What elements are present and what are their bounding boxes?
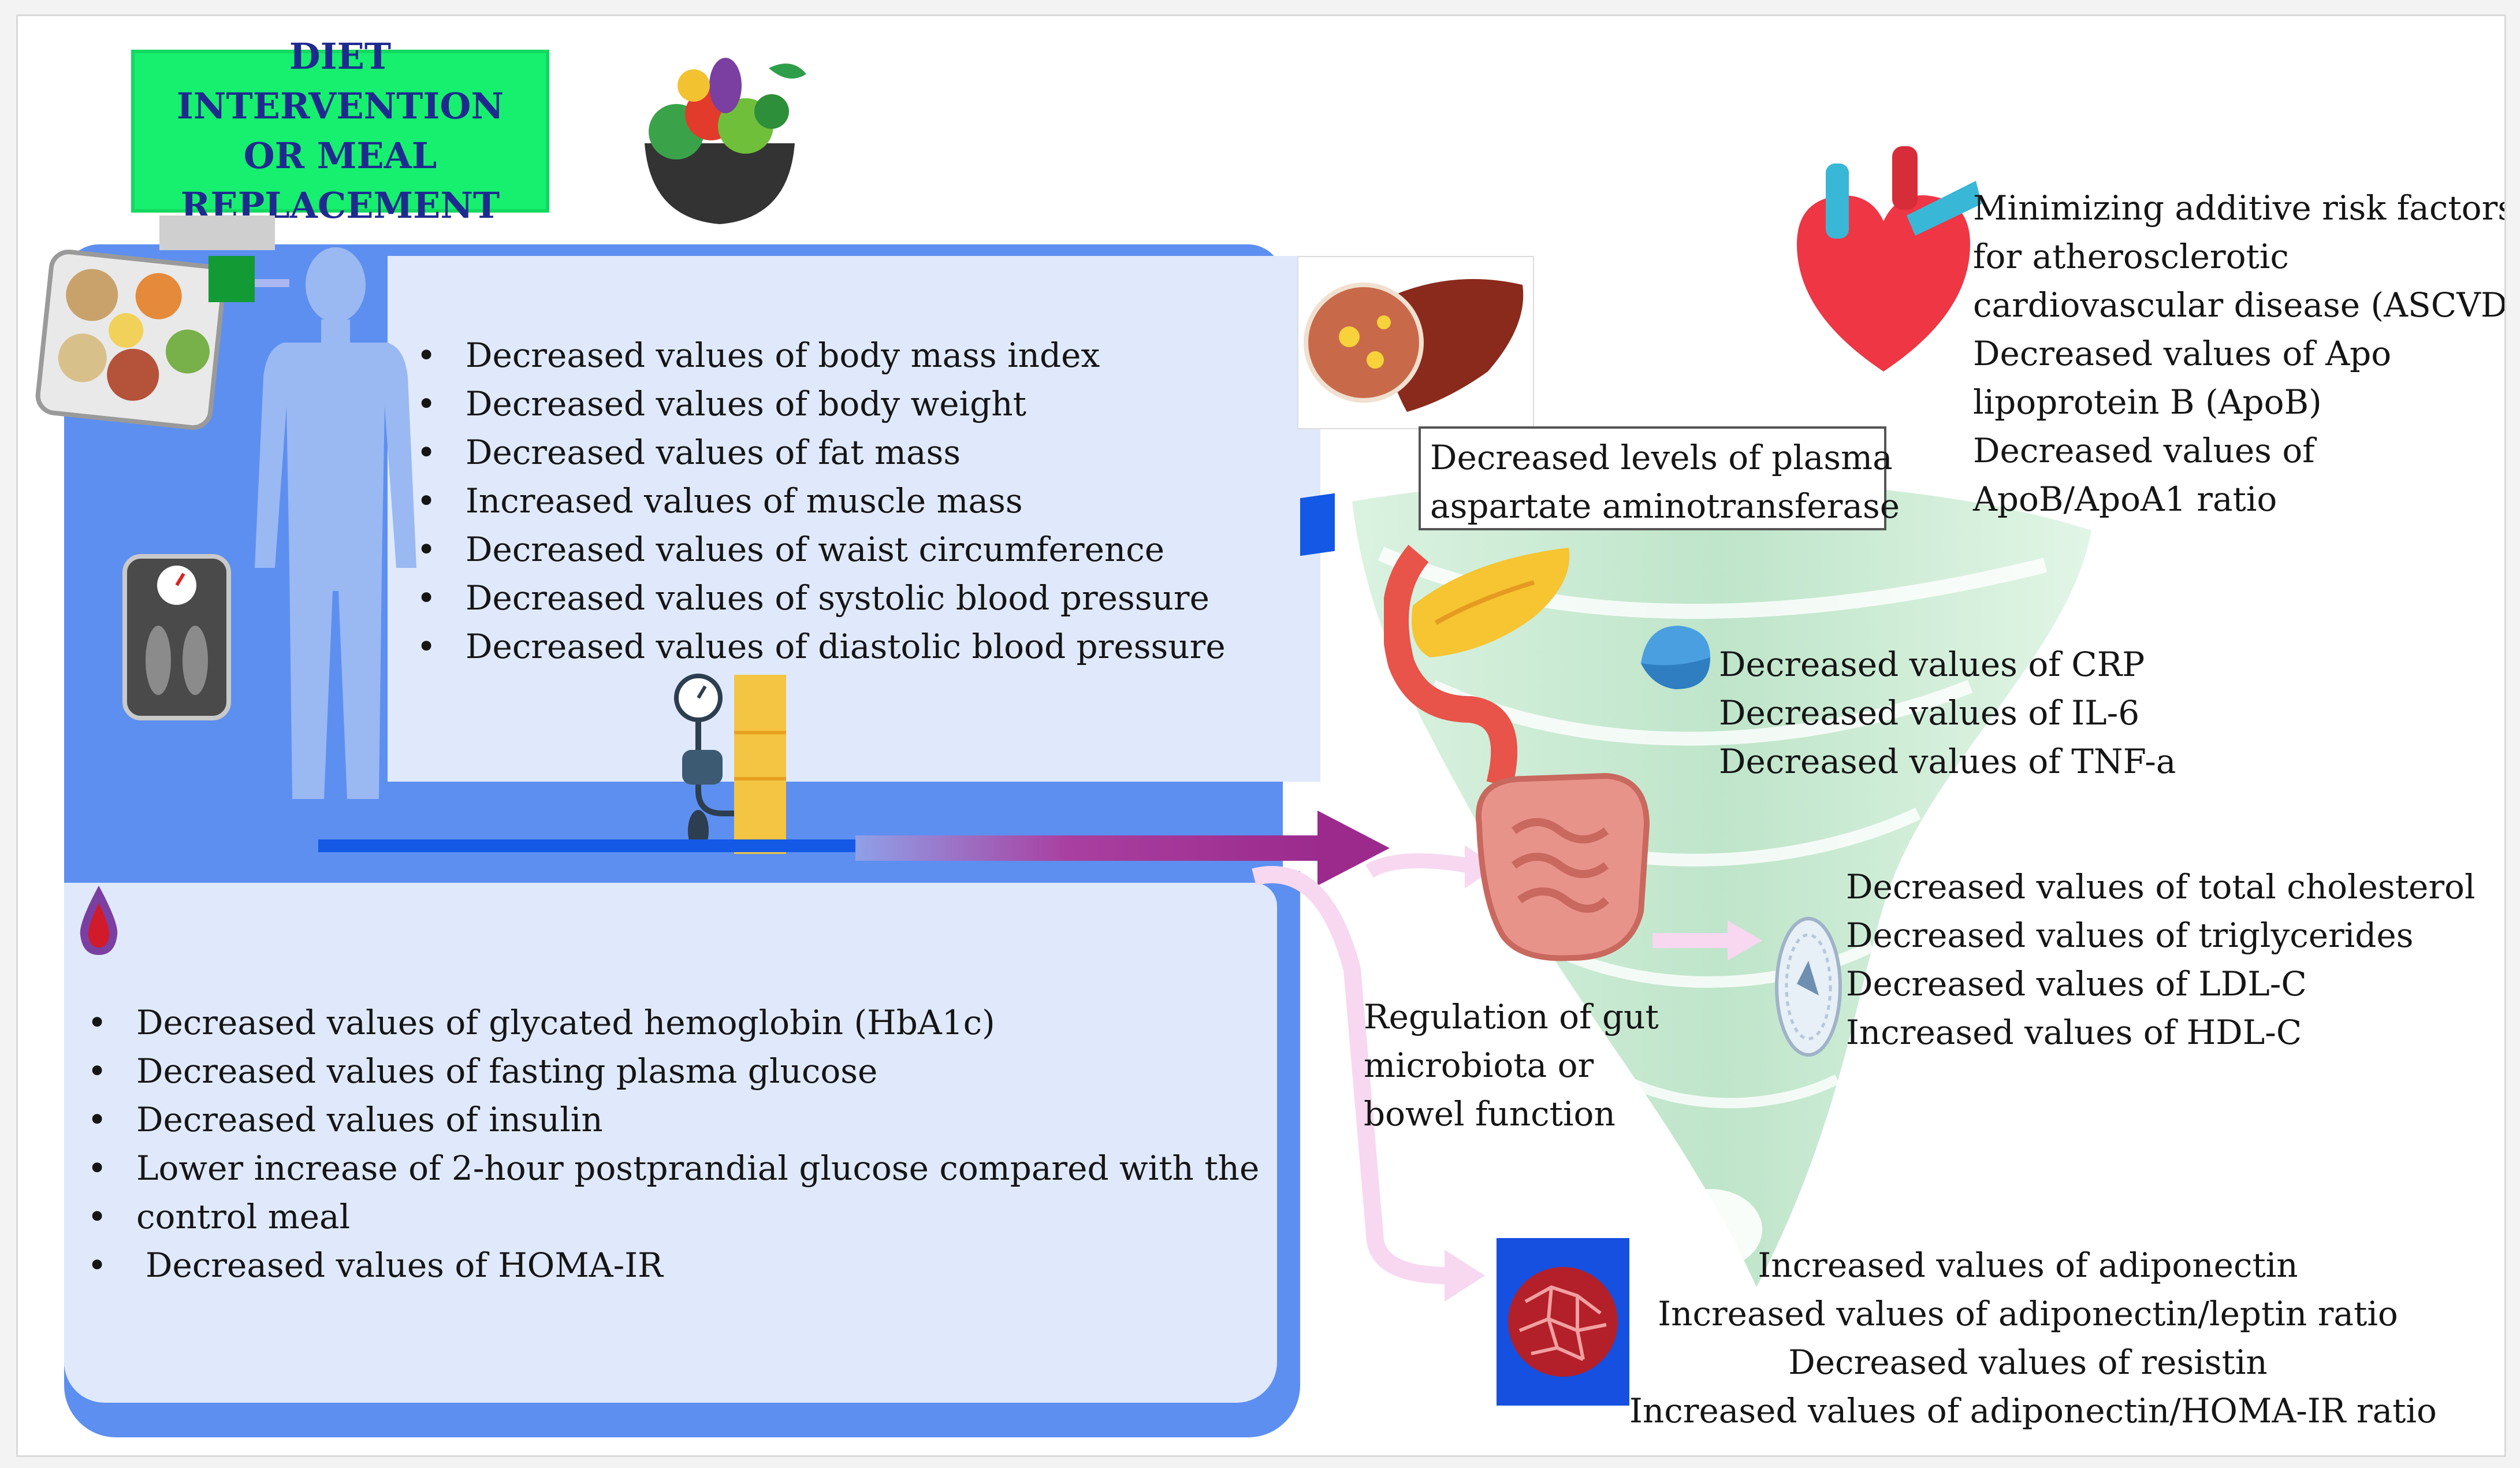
blood-drop-icon	[80, 886, 118, 955]
list-item: Increased values of muscle mass	[416, 477, 1226, 525]
adipokine-text: Increased values of adiponectin Increase…	[1629, 1241, 2437, 1435]
intestine-icon	[1476, 772, 1650, 961]
liver-icon	[1297, 256, 1534, 429]
weight-scale-icon	[122, 554, 231, 720]
cardio-line: for atherosclerotic	[1973, 237, 2289, 276]
inflammation-line: Decreased values of TNF-a	[1719, 742, 2176, 781]
salad-bowl-icon	[645, 58, 806, 224]
list-item: Lower increase of 2-hour postprandial gl…	[87, 1144, 1259, 1192]
adipokine-line: Decreased values of resistin	[1788, 1343, 2268, 1382]
connector-line	[255, 279, 289, 287]
pancreas-icon	[1384, 545, 1570, 788]
main-arrow	[855, 811, 1390, 886]
list-item: Decreased values of fasting plasma gluco…	[87, 1047, 1259, 1095]
list-item: Decreased values of glycated hemoglobin …	[87, 998, 1259, 1047]
lipid-text: Decreased values of total cholesterol De…	[1846, 863, 2476, 1057]
gut-line: microbiota or	[1364, 1046, 1594, 1085]
liver-text-box	[1419, 426, 1886, 530]
blood-pressure-gauge-icon	[674, 674, 786, 854]
gut-line: Regulation of gut	[1364, 997, 1659, 1036]
list-item: Decreased values of body weight	[416, 380, 1226, 428]
liver-line: aspartate aminotransferase	[1430, 486, 1900, 526]
inflammation-text: Decreased values of CRP Decreased values…	[1719, 640, 2176, 786]
lipid-particle-icon	[1775, 917, 1842, 1057]
cardio-line: cardiovascular disease (ASCVD)	[1973, 285, 2506, 325]
lipid-line: Increased values of HDL-C	[1846, 1013, 2302, 1052]
list-item-continuation: control meal	[87, 1192, 1259, 1241]
connector-bar	[159, 215, 275, 250]
lipid-line: Decreased values of LDL-C	[1846, 964, 2307, 1004]
blue-marker	[1300, 493, 1335, 556]
diagram-canvas: DIET INTERVENTION OR MEAL REPLACEMENT	[16, 14, 2506, 1457]
cardio-line: Decreased values of Apo	[1973, 334, 2392, 373]
list-item: Decreased values of waist circumference	[416, 525, 1226, 574]
list-item: Decreased values of body mass index	[416, 331, 1226, 380]
title-line: DIET INTERVENTION	[176, 35, 504, 127]
cardio-line: ApoB/ApoA1 ratio	[1973, 480, 2277, 519]
cell-icon	[1641, 626, 1710, 689]
list-item: Decreased values of insulin	[87, 1095, 1259, 1144]
list-item: Decreased values of diastolic blood pres…	[416, 622, 1226, 671]
adipokine-line: Increased values of adiponectin	[1758, 1246, 2298, 1285]
adipose-tissue-icon	[1497, 1238, 1629, 1406]
liver-line: Decreased levels of plasma	[1430, 438, 1893, 477]
gut-text: Regulation of gut microbiota or bowel fu…	[1364, 993, 1659, 1138]
title-box: DIET INTERVENTION OR MEAL REPLACEMENT	[131, 35, 549, 226]
cardio-line: Decreased values of	[1973, 431, 2315, 470]
inflammation-line: Decreased values of CRP	[1719, 645, 2145, 684]
list-item: Decreased values of HOMA-IR	[87, 1241, 1259, 1289]
list-item: Decreased values of fat mass	[416, 428, 1226, 477]
title-line: OR MEAL	[243, 135, 437, 177]
pink-arrows	[1252, 845, 1762, 1302]
heart-icon	[1797, 146, 1982, 371]
cardio-line: lipoprotein B (ApoB)	[1973, 382, 2322, 422]
blue-baseline-bar	[318, 839, 873, 852]
inflammation-line: Decreased values of IL-6	[1719, 693, 2140, 733]
cardio-text: Minimizing additive risk factors for ath…	[1973, 184, 2506, 523]
lipid-line: Decreased values of total cholesterol	[1846, 867, 2476, 906]
connector-block	[209, 256, 255, 302]
adipokine-line: Increased values of adiponectin/leptin r…	[1658, 1294, 2398, 1333]
list-item: Decreased values of systolic blood press…	[416, 574, 1226, 622]
human-silhouette-icon	[255, 247, 416, 799]
gut-line: bowel function	[1364, 1094, 1616, 1133]
meal-plate-icon	[35, 250, 226, 430]
anthropometric-list: Decreased values of body mass index Decr…	[416, 331, 1226, 671]
glycemic-list: Decreased values of glycated hemoglobin …	[87, 998, 1259, 1289]
lipid-line: Decreased values of triglycerides	[1846, 916, 2414, 955]
adipokine-line: Increased values of adiponectin/HOMA-IR …	[1629, 1391, 2437, 1430]
cardio-line: Minimizing additive risk factors	[1973, 188, 2506, 228]
liver-text: Decreased levels of plasma aspartate ami…	[1430, 433, 1900, 530]
